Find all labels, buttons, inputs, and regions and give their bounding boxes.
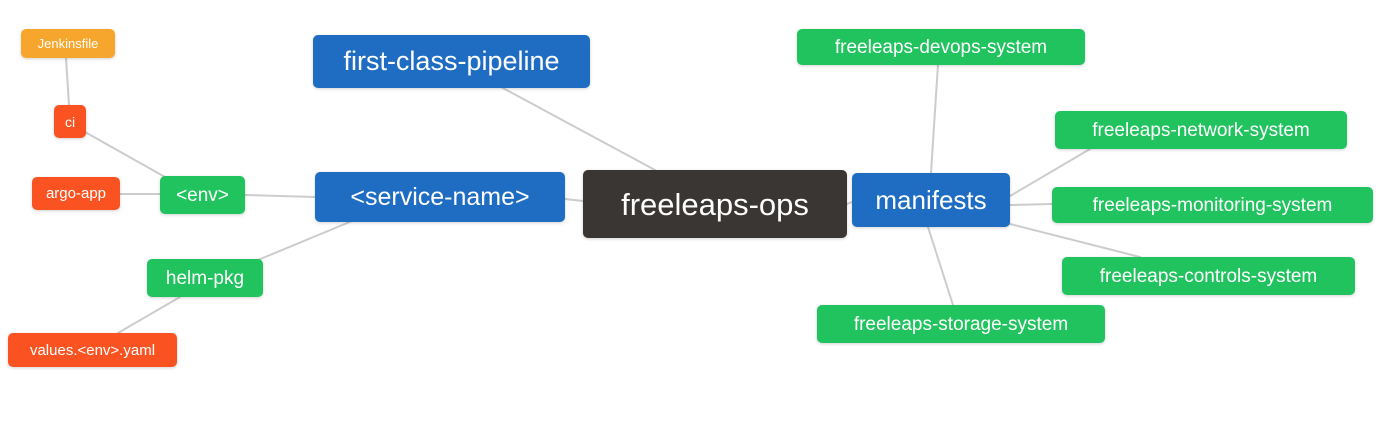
node-argo-app[interactable]: argo-app: [32, 177, 120, 210]
edge-manifests-storage-line: [927, 226, 954, 306]
node-freeleaps-controls-system[interactable]: freeleaps-controls-system: [1062, 257, 1355, 295]
node-freeleaps-monitoring-system[interactable]: freeleaps-monitoring-system: [1052, 187, 1373, 223]
edge-ci-env-line: [84, 131, 166, 178]
edge-pipeline-ops-line: [500, 86, 656, 171]
node-jenkinsfile[interactable]: Jenkinsfile: [21, 29, 115, 58]
edge-manifests-network-line: [1009, 148, 1091, 197]
edge-jenkinsfile-ci-line: [65, 57, 70, 106]
edge-env-servicename-line: [244, 194, 316, 198]
node-service-name[interactable]: <service-name>: [315, 172, 565, 222]
node-freeleaps-ops[interactable]: freeleaps-ops: [583, 170, 847, 238]
node-freeleaps-network-system[interactable]: freeleaps-network-system: [1055, 111, 1347, 149]
node-helm-pkg[interactable]: helm-pkg: [147, 259, 263, 297]
edge-servicename-ops-line: [564, 198, 584, 202]
edge-values-helmpkg-line: [117, 296, 181, 334]
edge-devops-manifests-line: [930, 63, 939, 174]
edge-ops-manifests-line: [846, 201, 853, 205]
node-values-env-yaml[interactable]: values.<env>.yaml: [8, 333, 177, 367]
node-ci[interactable]: ci: [54, 105, 86, 138]
node-freeleaps-storage-system[interactable]: freeleaps-storage-system: [817, 305, 1105, 343]
node-env[interactable]: <env>: [160, 176, 245, 214]
edge-manifests-controls-line: [1009, 223, 1141, 258]
edge-helmpkg-servicename-line: [257, 220, 353, 261]
node-first-class-pipeline[interactable]: first-class-pipeline: [313, 35, 590, 88]
edge-manifests-monitoring-line: [1009, 203, 1053, 206]
node-freeleaps-devops-system[interactable]: freeleaps-devops-system: [797, 29, 1085, 65]
node-manifests[interactable]: manifests: [852, 173, 1010, 227]
